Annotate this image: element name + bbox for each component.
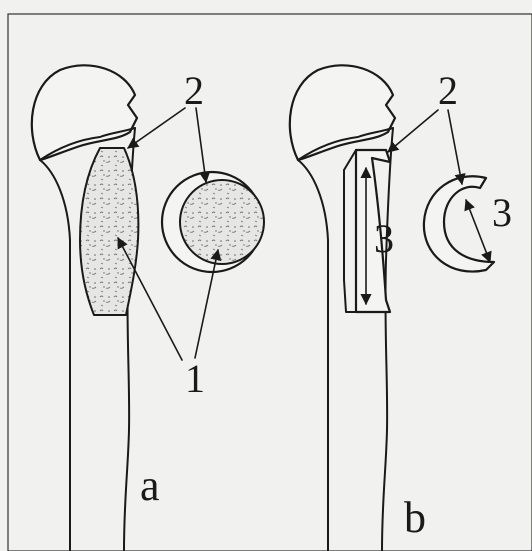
femoral-head-b [290, 65, 395, 160]
arrow-3-width [466, 200, 490, 262]
panel-label-b: b [404, 493, 426, 542]
arrow-2b-right [448, 110, 462, 184]
graft-cross-section [180, 180, 264, 264]
femur-shaft-left-b [298, 160, 328, 551]
label-1: 1 [185, 356, 205, 401]
arrow-2a-right [196, 108, 206, 182]
label-3-b-length: 3 [374, 216, 394, 261]
window-edge [344, 150, 356, 312]
label-3-b-width: 3 [492, 190, 512, 235]
label-2-a: 2 [184, 68, 204, 113]
panel-label-a: a [140, 461, 160, 510]
panel-a: 2 1 a [32, 65, 264, 551]
femoral-head-a [32, 65, 137, 160]
arrow-2b-left [388, 110, 438, 152]
panel-b: 3 3 2 b [290, 65, 512, 551]
femur-shaft-left-a [40, 160, 70, 551]
arrow-2a-left [128, 108, 185, 148]
femur-shaft-right-b [382, 128, 393, 551]
label-2-b: 2 [438, 68, 458, 113]
graft-longitudinal [80, 148, 138, 315]
crescent-cross-section [424, 176, 494, 271]
